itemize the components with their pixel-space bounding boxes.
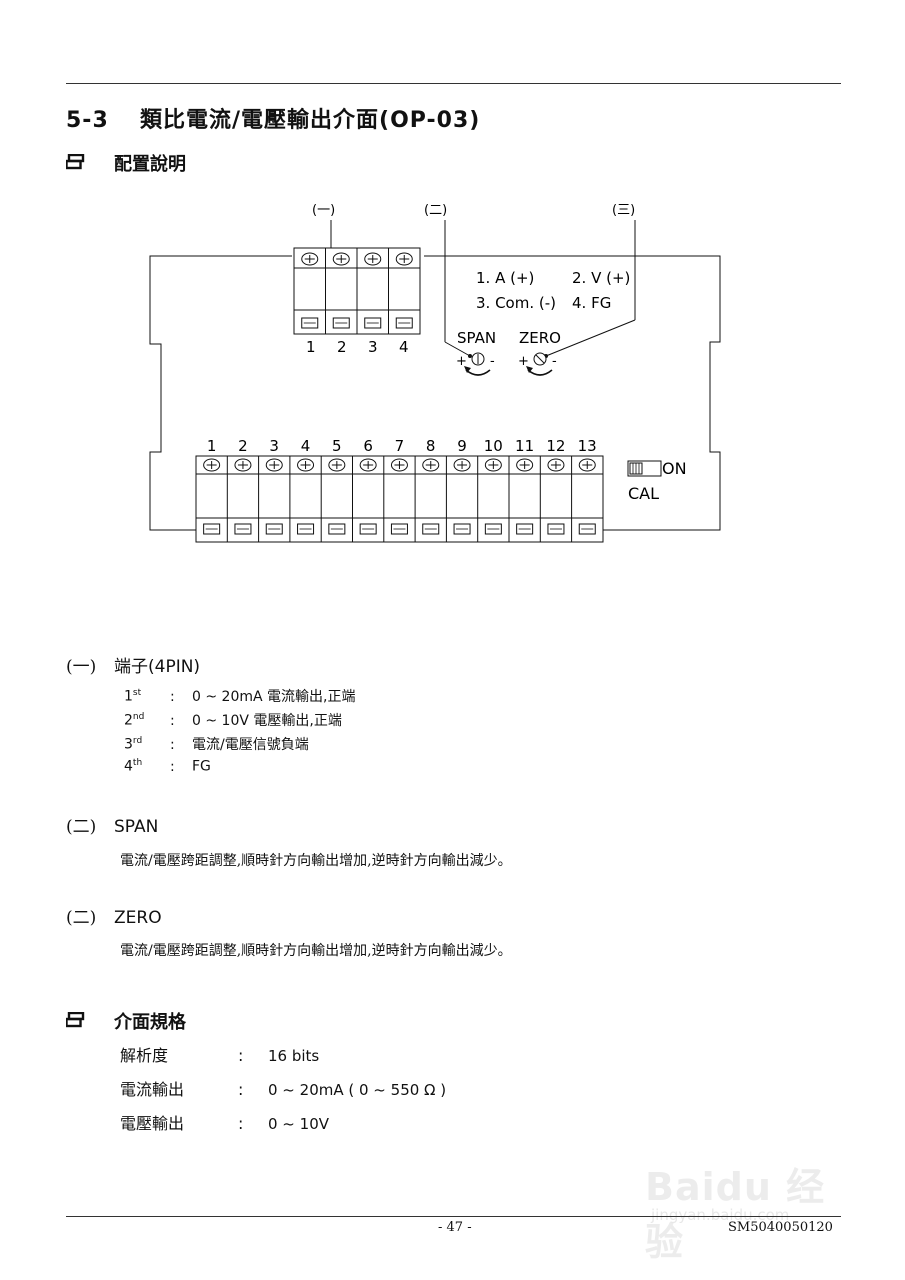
terminal-diagram: (一) (二) (三) 1 2 3 4 1. A (+) 2. V (+) 3.… [149,203,721,543]
terminal-screw-icon [297,458,315,472]
zero-section-title: ZERO [114,908,162,928]
terminal-screw-icon [234,458,252,472]
zero-label: ZERO [519,329,561,347]
legend-a: 1. A (+) [476,269,534,287]
large-terminal-number: 6 [363,437,373,455]
terminal-screw-icon [516,458,534,472]
small-terminal-numbers: 1 2 3 4 [306,338,409,356]
config-heading-label: 配置說明 [114,154,186,175]
terminal-screw-icon [203,458,221,472]
zero-section-heading: (二)ZERO [66,908,162,928]
small-terminal-number: 4 [399,338,409,356]
legend-v: 2. V (+) [572,269,630,287]
config-heading: 配置說明 [65,150,186,176]
top-rule [66,83,841,84]
svg-text:-: - [490,354,495,369]
large-terminal-number: 7 [395,437,405,455]
pin-row: 1st:0 ~ 20mA 電流輸出,正端 [124,688,356,705]
pin-row: 4th:FG [124,758,211,775]
large-terminal-number: 8 [426,437,436,455]
section-number: 5-3 [66,108,109,133]
pin-row: 2nd:0 ~ 10V 電壓輸出,正端 [124,712,342,729]
watermark-site: jingyan.baidu.com [651,1206,790,1224]
large-terminal-number: 11 [515,437,534,455]
terminal-screw-icon [395,252,413,266]
terminal-screw-icon [301,252,319,266]
terminal-screw-icon [422,458,440,472]
doc-code: SM5040050120 [728,1220,833,1235]
large-terminal-number: 5 [332,437,342,455]
bullet-square-icon [65,153,114,175]
svg-text:+: + [456,354,467,369]
bullet-square-icon [65,1011,114,1033]
legend-fg: 4. FG [572,294,611,312]
large-terminal-number: 10 [484,437,503,455]
span-pot-icon: + - [456,352,495,376]
spec-row: 電壓輸出:0 ~ 10V [120,1114,329,1133]
callout-3: (三) [612,203,635,218]
terminal-screw-icon [265,458,283,472]
span-description: 電流/電壓跨距調整,順時針方向輸出增加,逆時針方向輸出減少。 [120,853,512,869]
cal-switch-icon [627,460,662,477]
span-section-heading: (二)SPAN [66,817,159,837]
large-terminal-number: 1 [207,437,217,455]
page-title: 5-3 類比電流/電壓輸出介面(OP-03) [66,102,480,134]
large-terminal-number: 4 [301,437,311,455]
zero-pot-icon: + - [518,352,557,376]
spec-heading-label: 介面規格 [114,1012,186,1033]
legend-com: 3. Com. (-) [476,294,556,312]
watermark: Baidu 经验 jingyan.baidu.com [645,1150,845,1264]
small-terminal-number: 2 [337,338,347,356]
small-terminal-number: 3 [368,338,378,356]
terminal-screw-icon [359,458,377,472]
spec-row: 解析度:16 bits [120,1046,320,1065]
large-terminal-number: 12 [546,437,565,455]
large-terminal-number: 2 [238,437,248,455]
switch-cal-label: CAL [628,484,659,503]
terminal-screw-icon [328,458,346,472]
callout-2: (二) [424,203,447,218]
svg-text:+: + [518,354,529,369]
terminal-screw-icon [578,458,596,472]
span-label: SPAN [457,329,496,347]
section-mark: (一) [66,657,97,677]
terminal-section-title: 端子(4PIN) [114,657,201,677]
terminal-screw-icon [453,458,471,472]
terminal-screw-icon [332,252,350,266]
bottom-rule [66,1216,841,1217]
large-terminal-number: 13 [578,437,597,455]
switch-on-label: ON [662,459,687,478]
terminal-screw-icon [547,458,565,472]
page-number: - 47 - [438,1220,472,1235]
zero-description: 電流/電壓跨距調整,順時針方向輸出增加,逆時針方向輸出減少。 [120,943,512,959]
callout-1: (一) [312,203,335,218]
svg-text:-: - [552,354,557,369]
spec-heading: 介面規格 [65,1008,186,1034]
terminal-screw-icon [390,458,408,472]
large-terminal-number: 3 [269,437,279,455]
terminal-section-heading: (一) 端子(4PIN) [66,652,200,677]
terminal-screw-icon [364,252,382,266]
small-terminal-number: 1 [306,338,316,356]
section-title: 類比電流/電壓輸出介面(OP-03) [140,108,481,133]
spec-row: 電流輸出:0 ~ 20mA ( 0 ~ 550 Ω ) [120,1080,447,1099]
large-terminal-number: 9 [457,437,467,455]
watermark-brand: Baidu 经验 [645,1165,826,1264]
span-section-title: SPAN [114,817,159,837]
pin-row: 3rd:電流/電壓信號負端 [124,736,309,753]
terminal-screw-icon [484,458,502,472]
